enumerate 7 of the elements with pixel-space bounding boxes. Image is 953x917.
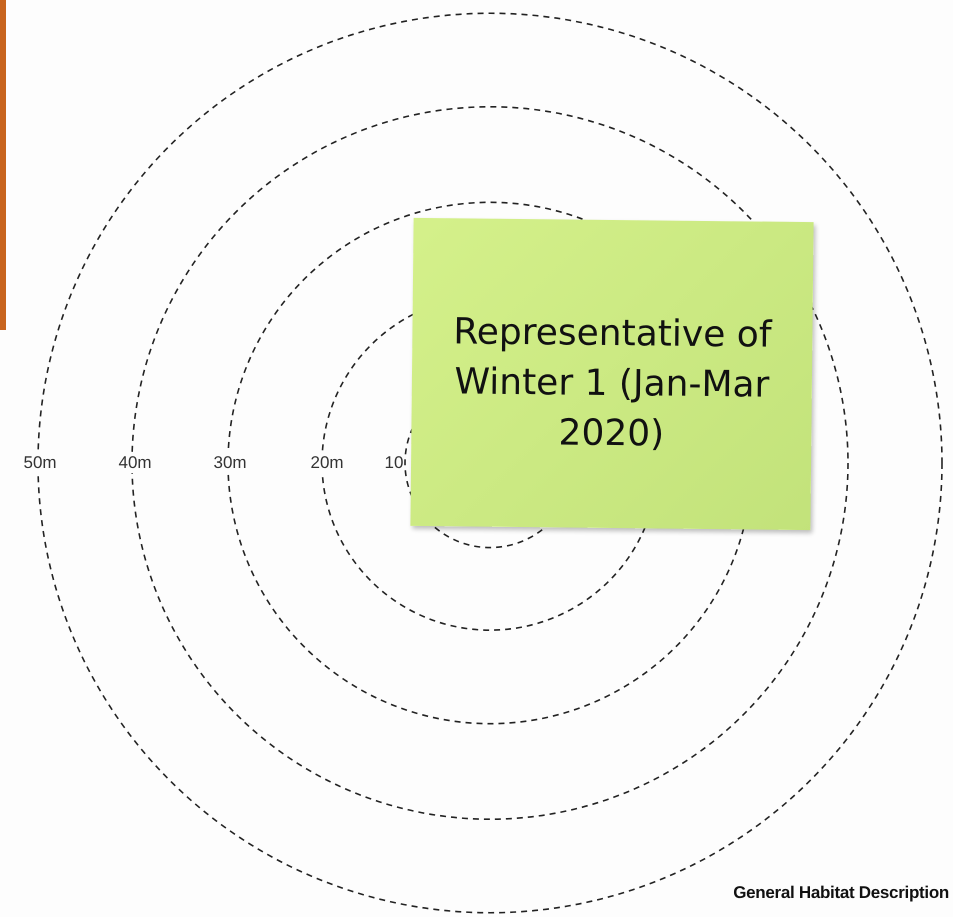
distance-label: 40m — [118, 453, 153, 473]
handwritten-note-text: Representative of Winter 1 (Jan-Mar 2020) — [452, 310, 774, 457]
sticky-note — [410, 218, 814, 530]
section-heading: General Habitat Description — [733, 883, 949, 903]
distance-label: 20m — [310, 453, 345, 473]
distance-label: 50m — [22, 453, 58, 473]
distance-label: 30m — [212, 453, 248, 473]
